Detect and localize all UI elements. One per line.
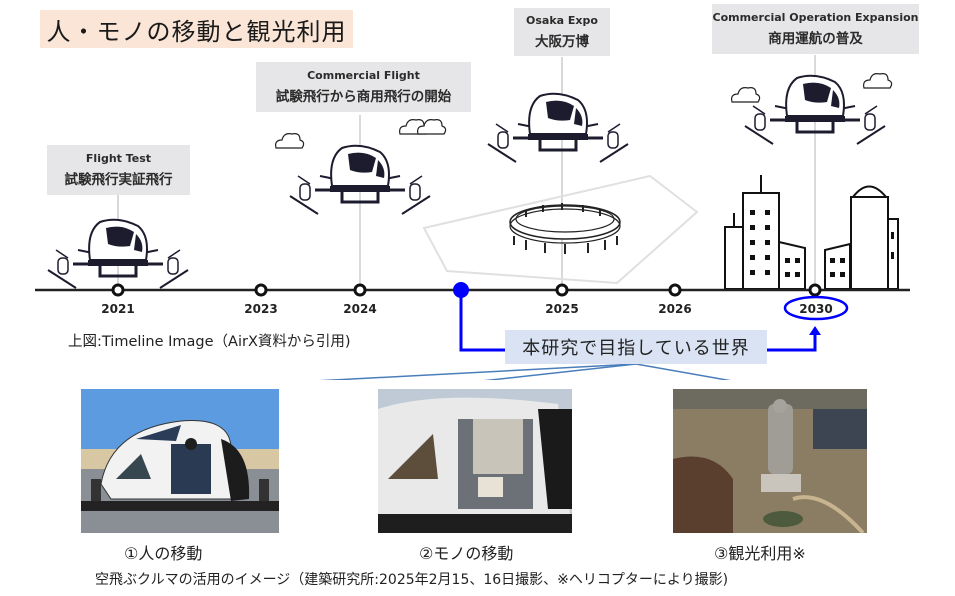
year-label: 2021 bbox=[101, 302, 135, 316]
photo-label-cargo: ②モノの移動 bbox=[419, 544, 514, 563]
year-label: 2025 bbox=[545, 302, 579, 316]
page-title: 人・モノの移動と観光利用 bbox=[40, 10, 353, 48]
cargo-evtol-photo bbox=[378, 389, 572, 533]
milestone-label-commercial-flight: Commercial Flight 試験飛行から商用飛行の開始 bbox=[256, 62, 471, 112]
timeline-node-2030 bbox=[808, 283, 822, 297]
year-label-highlighted: 2030 bbox=[799, 302, 833, 316]
milestone-en: Osaka Expo bbox=[526, 14, 598, 27]
photo-label-tourism: ③観光利用※ bbox=[714, 544, 806, 563]
timeline-node-2026 bbox=[668, 283, 682, 297]
research-goal-callout: 本研究で目指している世界 bbox=[505, 330, 767, 364]
timeline-node-2023 bbox=[254, 283, 268, 297]
milestone-label-osaka-expo: Osaka Expo 大阪万博 bbox=[514, 8, 610, 56]
expo-ring-icon bbox=[509, 203, 621, 254]
city-skyline-icon bbox=[724, 175, 899, 290]
milestone-jp: 商用運航の普及 bbox=[768, 31, 863, 47]
timeline-node-2021 bbox=[111, 283, 125, 297]
milestone-label-commercial-expansion: Commercial Operation Expansion 商用運航の普及 bbox=[712, 4, 919, 54]
timeline-caption: 上図:Timeline Image（AirX資料から引用) bbox=[68, 334, 351, 350]
year-label: 2024 bbox=[343, 302, 377, 316]
milestone-jp: 試験飛行から商用飛行の開始 bbox=[275, 89, 452, 105]
figure-caption: 空飛ぶクルマの活用のイメージ（建築研究所:2025年2月15、16日撮影、※ヘリ… bbox=[95, 572, 729, 588]
passenger-evtol-photo bbox=[81, 389, 279, 533]
aerial-buddha-statue-photo bbox=[673, 389, 867, 533]
milestone-en: Commercial Operation Expansion bbox=[712, 11, 919, 24]
photo-label-people: ①人の移動 bbox=[124, 544, 203, 563]
year-label: 2023 bbox=[244, 302, 278, 316]
milestone-en: Flight Test bbox=[85, 152, 152, 165]
milestone-label-flight-test: Flight Test 試験飛行実証飛行 bbox=[47, 145, 190, 195]
timeline-node-2025 bbox=[555, 283, 569, 297]
arrow-up-icon bbox=[809, 326, 821, 335]
year-label: 2026 bbox=[658, 302, 692, 316]
milestone-jp: 大阪万博 bbox=[535, 34, 589, 50]
milestone-en: Commercial Flight bbox=[307, 69, 420, 82]
timeline-illustration bbox=[35, 55, 910, 380]
timeline-node-2024 bbox=[353, 283, 367, 297]
highlight-2030-ellipse bbox=[783, 295, 849, 321]
milestone-jp: 試験飛行実証飛行 bbox=[64, 172, 173, 188]
